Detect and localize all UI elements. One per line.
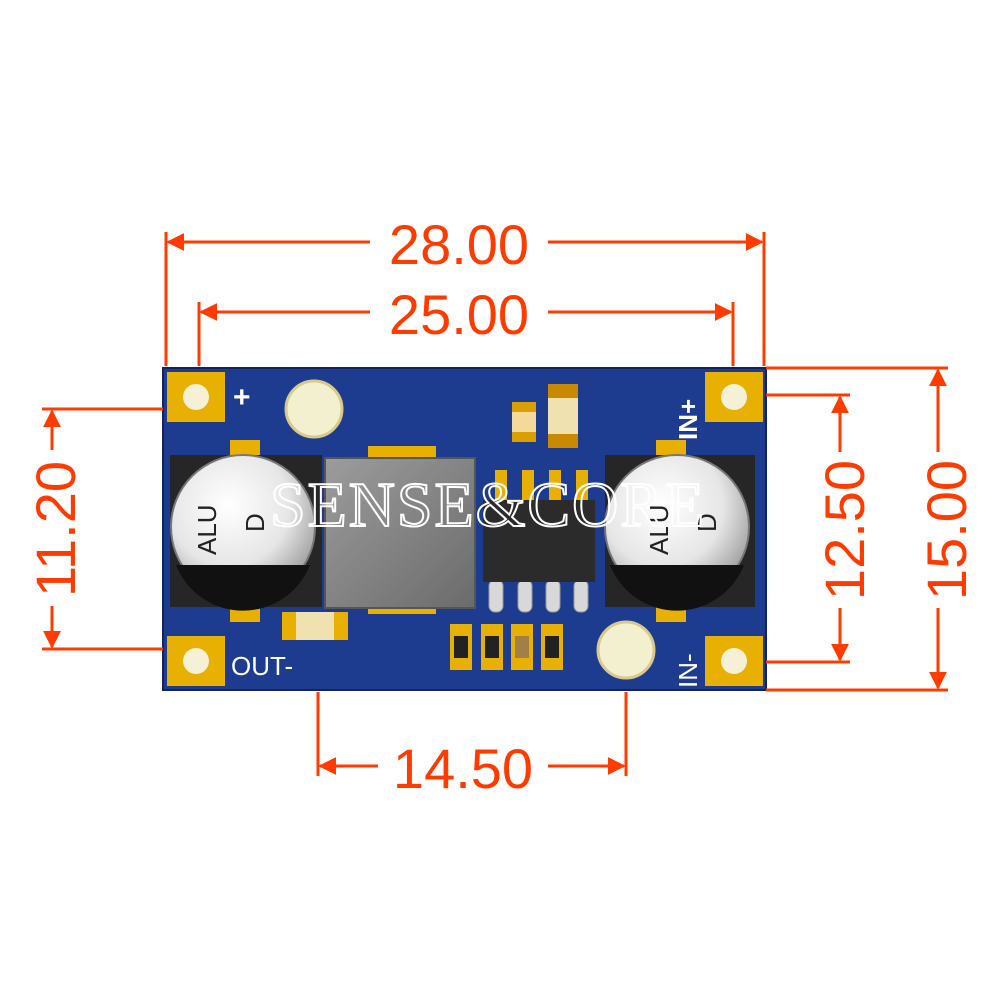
capacitor-left-label-2: D <box>240 513 270 532</box>
pad-in-minus <box>705 636 763 686</box>
dimension-spacing-bottom: 14.50 <box>316 692 628 800</box>
mounting-hole-top <box>284 379 344 439</box>
capacitor-left: ALU D <box>170 440 322 622</box>
watermark: SENSE&CORE <box>270 469 706 540</box>
capacitor-right: ALU D <box>604 440 755 622</box>
capacitor-right-label-2: D <box>692 513 722 532</box>
label-out-minus: OUT- <box>231 651 293 681</box>
dimension-width-outer-text: 28.00 <box>389 213 529 276</box>
dimension-width-holes-text: 25.00 <box>389 283 529 346</box>
dimension-height-left-text: 11.20 <box>24 461 87 597</box>
pad-out-minus <box>167 636 225 686</box>
capacitor-right-label-1: ALU <box>644 504 674 555</box>
dimension-spacing-bottom-text: 14.50 <box>393 737 533 800</box>
mounting-hole-bottom <box>596 620 656 680</box>
dimension-height-outer: 15.00 <box>766 366 978 692</box>
dimension-height-left: 11.20 <box>24 407 163 651</box>
dimension-height-right-inner-text: 12.50 <box>813 460 876 600</box>
label-in-minus: IN- <box>673 653 703 688</box>
inductor <box>324 446 476 614</box>
dimension-height-outer-text: 15.00 <box>915 460 978 600</box>
capacitor-left-label-1: ALU <box>192 504 222 555</box>
pad-out-plus <box>167 372 225 422</box>
pcb-board: + OUT- IN+ IN- ALU D ALU D <box>162 367 767 691</box>
dimension-width-holes: 25.00 <box>197 283 735 366</box>
label-in-plus: IN+ <box>673 399 703 440</box>
dimension-width-outer: 28.00 <box>164 213 766 366</box>
label-out-plus: + <box>233 381 251 414</box>
ic-chip <box>483 470 595 613</box>
pad-in-plus <box>705 372 763 422</box>
dimension-height-right-inner: 12.50 <box>766 393 876 664</box>
smd-components <box>282 384 578 670</box>
